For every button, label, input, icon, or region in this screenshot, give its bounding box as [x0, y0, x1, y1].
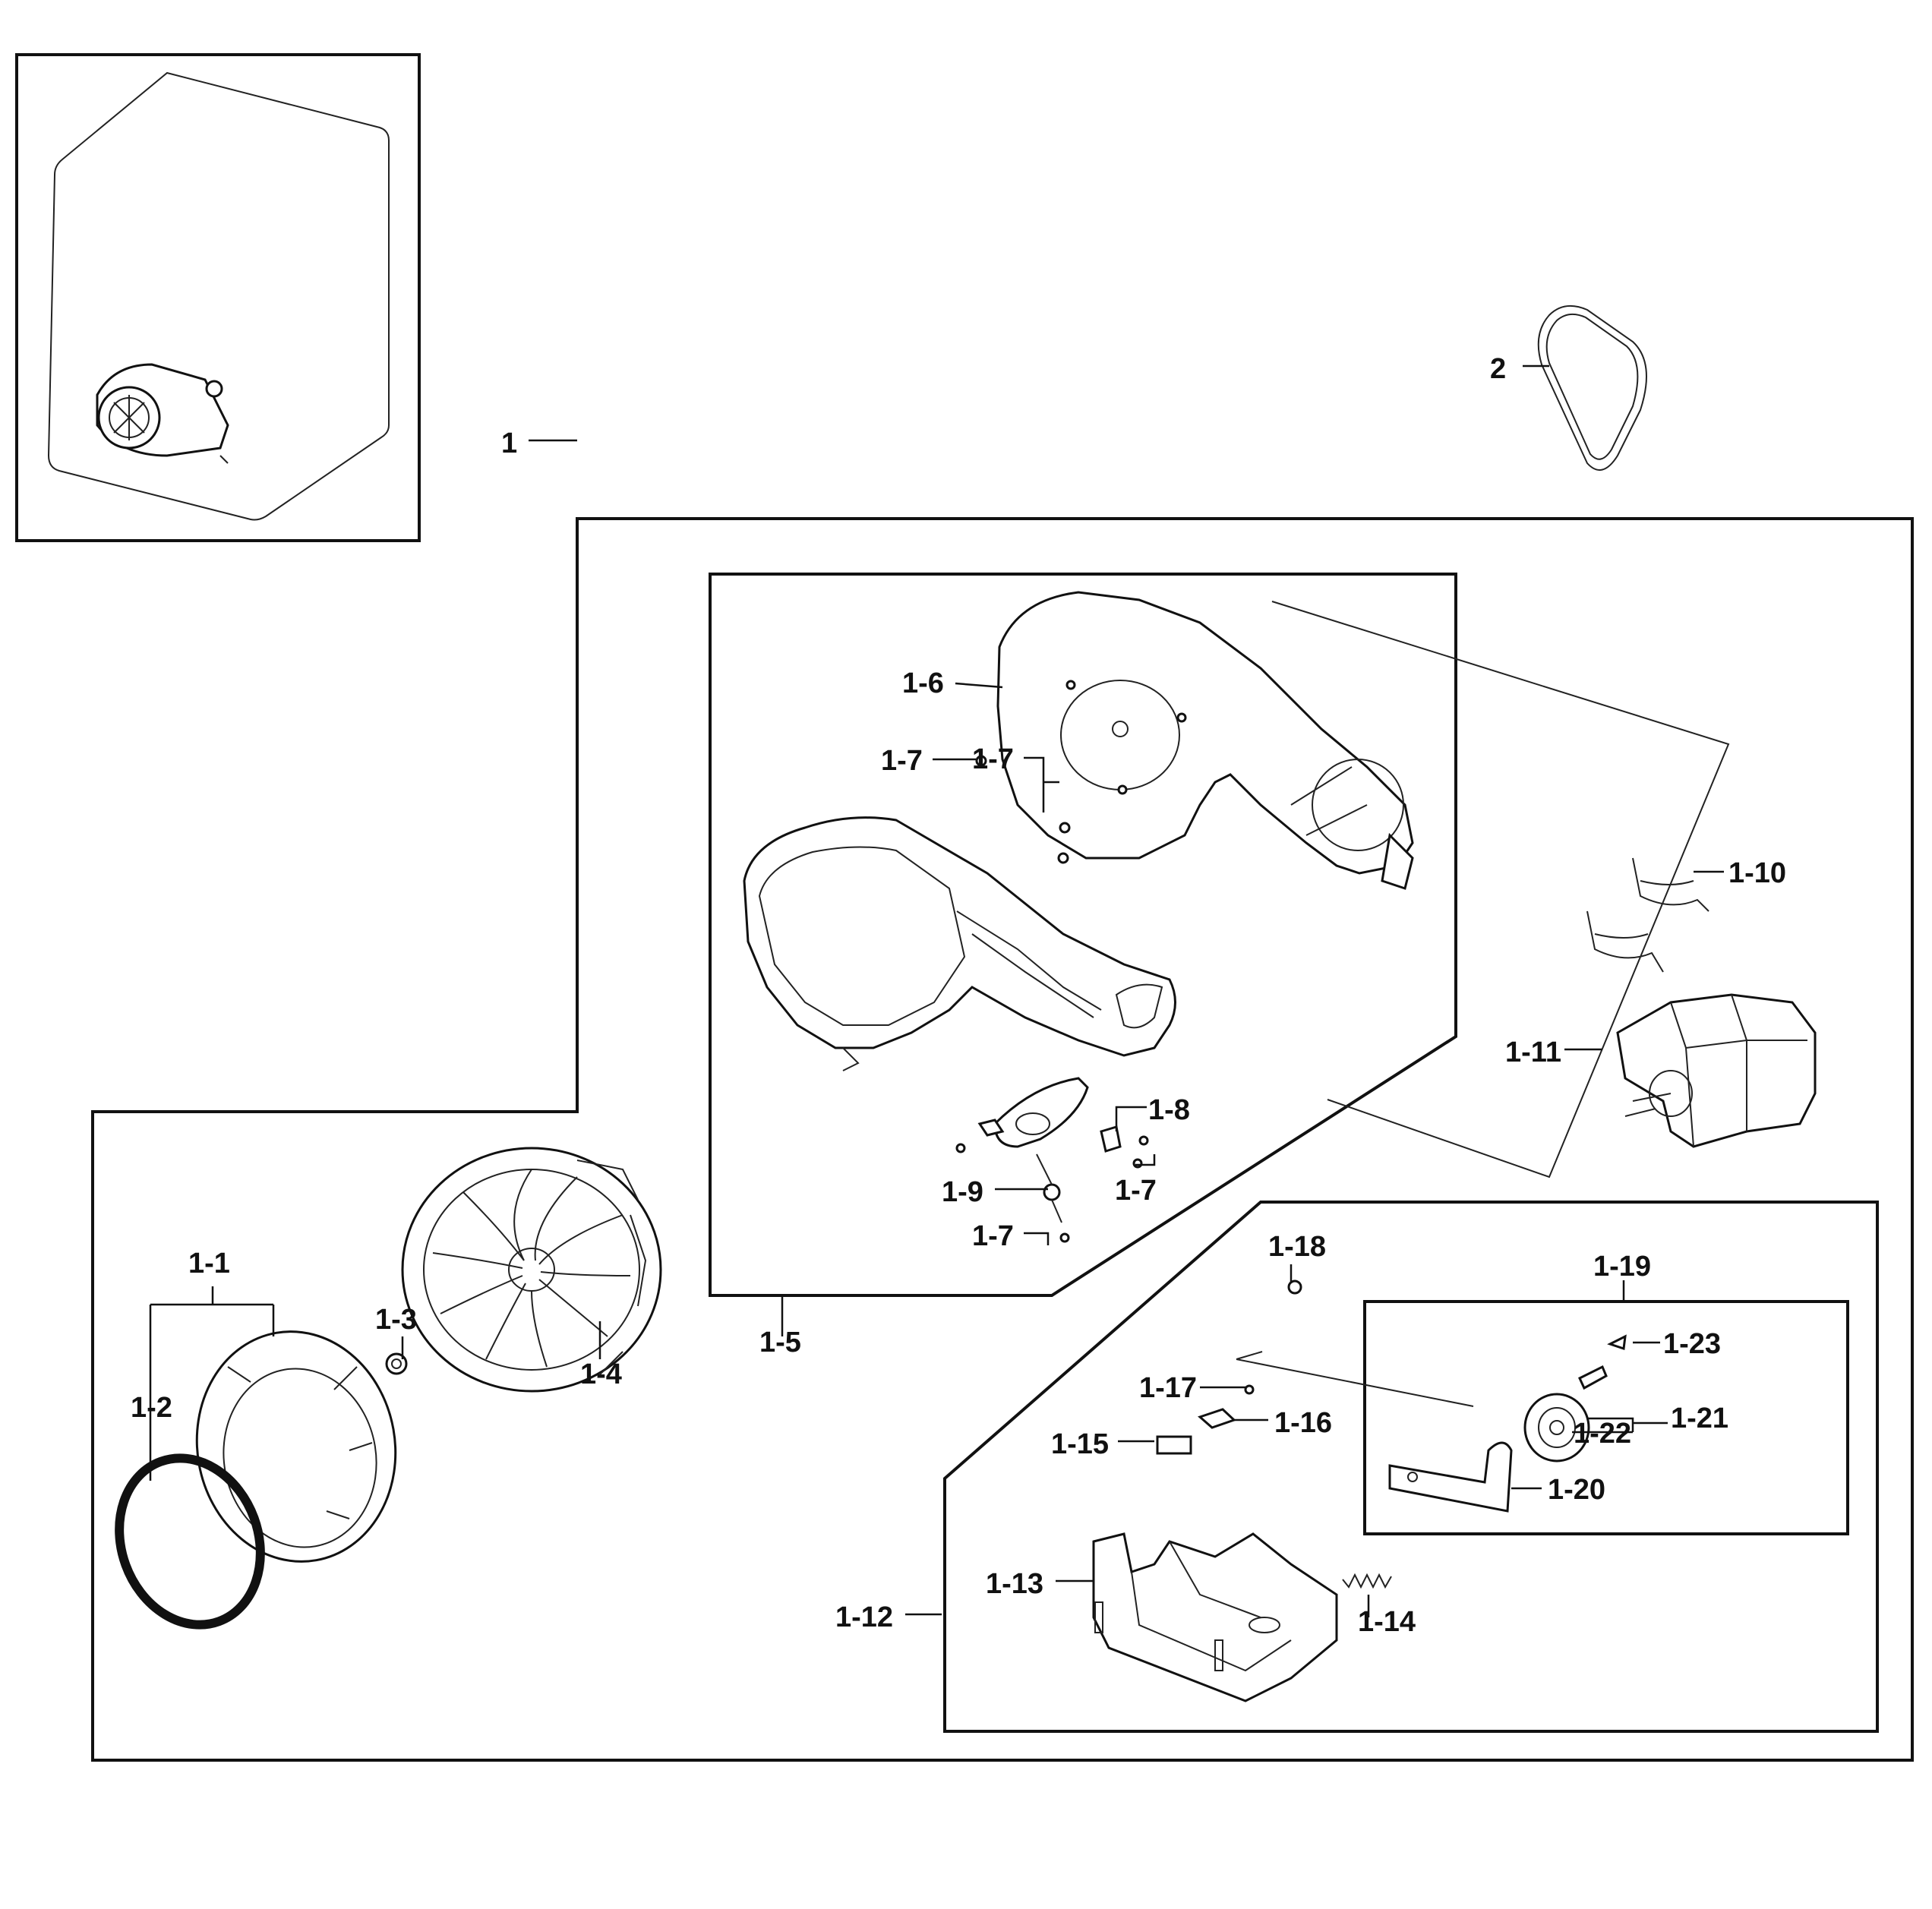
switch-parts	[1156, 1280, 1474, 1455]
idler-spring	[1342, 1573, 1392, 1589]
label-1-23: 1-23	[1663, 1328, 1721, 1360]
label-1: 1	[501, 428, 517, 459]
blower-impeller	[401, 1147, 662, 1393]
motor-clips	[1586, 857, 1709, 973]
drive-motor	[1616, 993, 1817, 1148]
inset-blower-assembly	[96, 363, 229, 464]
sensor-cover	[955, 1077, 1149, 1243]
label-2: 2	[1490, 353, 1506, 385]
label-1-10: 1-10	[1728, 857, 1786, 889]
assembly-1-frame	[91, 517, 1914, 1762]
label-1-8: 1-8	[1148, 1094, 1190, 1126]
label-1-11: 1-11	[1505, 1037, 1561, 1068]
label-1-7-bottom: 1-7	[972, 1220, 1014, 1252]
label-1-17: 1-17	[1139, 1372, 1197, 1404]
leader-lines	[149, 364, 1724, 1617]
label-1-5: 1-5	[759, 1327, 801, 1358]
label-1-9: 1-9	[942, 1176, 983, 1208]
screw-1-7-group	[975, 680, 1187, 864]
fan-housing-ring	[195, 1330, 397, 1563]
label-1-7-top: 1-7	[881, 745, 923, 777]
label-1-7-right: 1-7	[1115, 1175, 1157, 1207]
label-1-2: 1-2	[131, 1392, 172, 1424]
idler-base-bracket	[1092, 1532, 1338, 1702]
label-1-16: 1-16	[1274, 1407, 1332, 1439]
label-1-14: 1-14	[1358, 1606, 1416, 1638]
label-1-3: 1-3	[375, 1304, 417, 1336]
motor-group-outline	[1271, 601, 1730, 1179]
blower-housing-rear	[996, 591, 1414, 890]
label-1-7-mid: 1-7	[972, 743, 1014, 775]
label-1-15: 1-15	[1051, 1428, 1109, 1460]
assembly-1-19-frame	[1363, 1300, 1849, 1535]
label-1-1: 1-1	[188, 1248, 230, 1280]
gasket-ring	[115, 1453, 265, 1630]
cabinet-outline	[47, 71, 390, 521]
assembly-1-5-frame	[709, 573, 1457, 1297]
label-1-21: 1-21	[1671, 1403, 1728, 1434]
hub-nut	[385, 1352, 408, 1375]
drive-belt	[1537, 304, 1647, 471]
label-1-12: 1-12	[835, 1601, 893, 1633]
label-1-19: 1-19	[1593, 1251, 1651, 1283]
label-1-4: 1-4	[580, 1358, 622, 1390]
label-1-13: 1-13	[986, 1568, 1043, 1600]
part-labels: 2 1 1-1 1-2 1-3 1-4 1-5 1-6 1-7 1-7 1-7 …	[131, 353, 1786, 1638]
idler-pulley-assembly	[1388, 1334, 1627, 1513]
blower-housing-front	[743, 816, 1176, 1071]
label-1-20: 1-20	[1548, 1474, 1605, 1506]
label-1-18: 1-18	[1268, 1231, 1326, 1263]
label-1-22: 1-22	[1574, 1418, 1631, 1450]
inset-overview	[15, 53, 421, 542]
label-1-6: 1-6	[902, 667, 944, 699]
assembly-1-12-frame	[943, 1201, 1879, 1733]
